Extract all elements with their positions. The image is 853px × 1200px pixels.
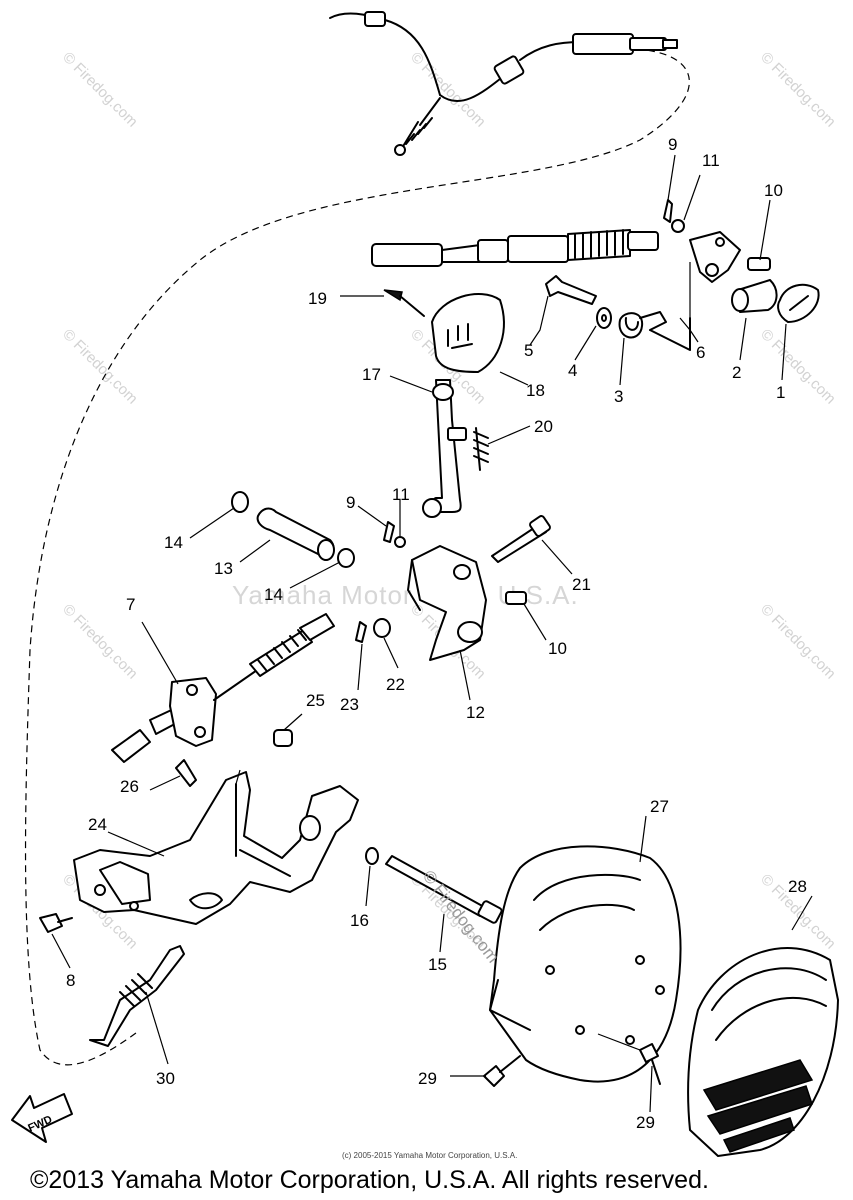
screw-19 [383, 289, 403, 302]
lever-bracket-parts [663, 199, 820, 323]
callout-28: 28 [788, 877, 807, 896]
shift-arm-assembly [355, 515, 551, 661]
oring-14-top [231, 491, 249, 513]
callout-8: 8 [66, 971, 75, 990]
callout-19: 19 [308, 289, 327, 308]
spring-3 [618, 311, 691, 351]
bolts-29 [483, 1043, 661, 1087]
bolt-25 [273, 729, 293, 747]
callout-11-mid: 11 [392, 485, 410, 504]
bolt-10-mid [505, 591, 527, 605]
sleeve-assembly [231, 491, 355, 568]
callout-numbers: 1 2 3 4 5 6 7 8 9 9 10 10 11 11 12 13 14… [66, 135, 807, 1132]
watermark-tc: © Firedog.com [407, 49, 489, 131]
watermark-tl: © Firedog.com [59, 49, 141, 131]
callout-21: 21 [572, 575, 591, 594]
callout-7: 7 [126, 595, 135, 614]
callout-1: 1 [776, 383, 785, 402]
bracket-24 [73, 771, 359, 925]
bolt-10-top [747, 257, 771, 271]
callout-25: 25 [306, 691, 325, 710]
washer-22 [373, 618, 391, 638]
fwd-arrow-icon: FWD [11, 1093, 73, 1143]
callout-16: 16 [350, 911, 369, 930]
callout-10-top: 10 [764, 181, 783, 200]
callout-30: 30 [156, 1069, 175, 1088]
watermark-cr: © Firedog.com [757, 601, 839, 683]
lever-plate [689, 231, 741, 283]
callout-14-bottom: 14 [264, 585, 283, 604]
oring-14-bottom [337, 548, 355, 568]
watermark-mr: © Firedog.com [757, 326, 839, 408]
watermark-tr: © Firedog.com [757, 49, 839, 131]
callout-11-top: 11 [702, 151, 720, 170]
callout-5: 5 [524, 341, 533, 360]
callout-13: 13 [214, 559, 233, 578]
spring-washer-bolt [545, 275, 691, 351]
washer-16 [365, 847, 379, 865]
spring-20 [473, 427, 489, 471]
top-cable-assembly [329, 11, 678, 156]
callout-9-mid: 9 [346, 493, 355, 512]
cover-27 [489, 845, 682, 1083]
callout-15: 15 [428, 955, 447, 974]
shift-lever-assembly [383, 289, 505, 518]
cover-28 [687, 947, 839, 1157]
fine-print: (c) 2005-2015 Yamaha Motor Corporation, … [342, 1151, 517, 1160]
clip-23 [355, 621, 367, 643]
callout-29-left: 29 [418, 1069, 437, 1088]
callout-18: 18 [526, 381, 545, 400]
upper-cable [371, 229, 659, 267]
lower-cable-7 [111, 613, 335, 763]
callout-24: 24 [88, 815, 107, 834]
cable-routing-line [24, 48, 690, 1066]
callout-26: 26 [120, 777, 139, 796]
callout-17: 17 [362, 365, 381, 384]
callout-27: 27 [650, 797, 669, 816]
callout-14-top: 14 [164, 533, 183, 552]
callout-9-top: 9 [668, 135, 677, 154]
callout-3: 3 [614, 387, 623, 406]
callout-4: 4 [568, 361, 577, 380]
bolt-26 [175, 759, 197, 787]
mounting-bracket-assembly [39, 729, 503, 1047]
bolt-5 [545, 275, 597, 305]
callout-22: 22 [386, 675, 405, 694]
callout-6: 6 [696, 343, 705, 362]
leader-lines [51, 154, 813, 1113]
bolt-8 [39, 913, 63, 933]
callout-12: 12 [466, 703, 485, 722]
callout-2: 2 [732, 363, 741, 382]
copyright-notice: ©2013 Yamaha Motor Corporation, U.S.A. A… [30, 1166, 709, 1194]
callout-23: 23 [340, 695, 359, 714]
callout-29-right: 29 [636, 1113, 655, 1132]
callout-20: 20 [534, 417, 553, 436]
callout-10-mid: 10 [548, 639, 567, 658]
